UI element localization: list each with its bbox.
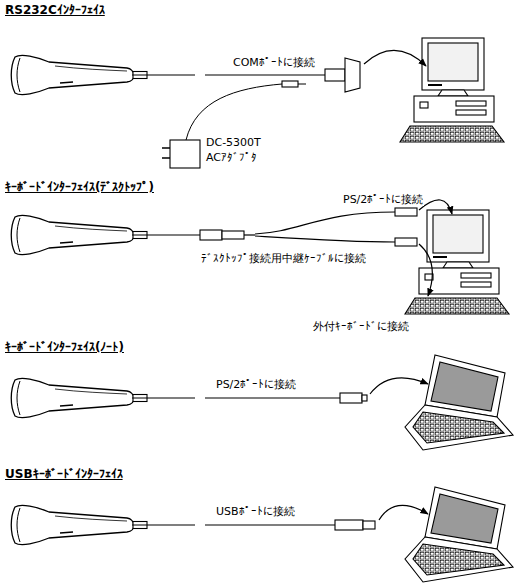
scanner-body xyxy=(11,505,134,544)
part-label: DC-5300T xyxy=(205,136,262,149)
desktop-computer xyxy=(405,210,509,314)
laptop-keyboard xyxy=(413,544,504,575)
scanner-trigger xyxy=(60,405,73,406)
connection-label: 外付ｷｰﾎﾞｰﾄﾞに接続 xyxy=(312,320,410,333)
scanner-trigger xyxy=(60,82,73,83)
cable xyxy=(205,74,325,75)
section-heading: ｷｰﾎﾞｰﾄﾞｲﾝﾀｰﾌｪｲｽ(ﾃﾞｽｸﾄｯﾌﾟ) xyxy=(4,180,155,194)
monitor-stand xyxy=(438,90,468,96)
barcode-scanner xyxy=(11,55,147,94)
pointer-arrow xyxy=(419,244,432,296)
relay-connector xyxy=(222,231,244,239)
pointer-arrow xyxy=(364,50,426,66)
scanner-trigger xyxy=(60,242,73,243)
power-cable xyxy=(186,84,282,140)
section-heading: RS232Cｲﾝﾀｰﾌｪｲｽ xyxy=(4,3,106,17)
monitor xyxy=(422,38,484,90)
scanner-window xyxy=(17,508,20,542)
desktop-computer xyxy=(400,38,504,142)
system-unit xyxy=(419,268,499,294)
barcode-scanner xyxy=(11,215,147,254)
cable xyxy=(132,397,195,398)
monitor-screen xyxy=(433,215,483,253)
ps2-connector xyxy=(340,393,362,403)
monitor xyxy=(427,210,489,262)
ps2-connector xyxy=(395,238,417,246)
monitor-badge xyxy=(428,84,442,86)
laptop-screen xyxy=(431,494,498,543)
cable xyxy=(132,234,200,235)
y-cable xyxy=(255,212,395,234)
scanner-body xyxy=(11,55,134,94)
laptop-keyboard xyxy=(413,412,504,443)
keyboard xyxy=(405,298,509,314)
usb-plug-tip xyxy=(363,521,375,529)
cable xyxy=(205,524,335,525)
monitor-stand xyxy=(443,262,473,268)
section-heading: ｷｰﾎﾞｰﾄﾞｲﾝﾀｰﾌｪｲｽ(ﾉｰﾄ) xyxy=(4,340,125,354)
scanner-body xyxy=(11,215,134,254)
part-label: ACｱﾀﾞﾌﾟﾀ xyxy=(205,151,258,164)
relay-connector xyxy=(200,230,222,240)
scanner-window xyxy=(17,218,20,252)
pointer-arrow xyxy=(379,505,428,520)
barcode-scanner xyxy=(11,378,147,417)
scanner-grip xyxy=(55,66,127,71)
drive-slot xyxy=(456,101,486,106)
connection-label: PS/2ﾎﾟｰﾄに接続 xyxy=(342,193,424,206)
y-cable xyxy=(255,236,395,242)
section-heading: USBｷｰﾎﾞｰﾄﾞｲﾝﾀｰﾌｪｲｽ xyxy=(4,467,124,481)
usb-plug xyxy=(335,520,363,530)
scanner-body xyxy=(11,378,134,417)
connection-label: USBﾎﾟｰﾄに接続 xyxy=(215,505,296,518)
scanner-window xyxy=(17,381,20,415)
connector-hood xyxy=(325,69,345,81)
laptop-base xyxy=(405,537,513,582)
scanner-window xyxy=(17,58,20,92)
ps2-connector xyxy=(395,208,417,216)
adapter-prong xyxy=(162,147,170,149)
laptop-base xyxy=(405,405,513,450)
pointer-arrow xyxy=(370,378,428,394)
connection-label: PS/2ﾎﾟｰﾄに接続 xyxy=(215,378,297,391)
drive-slot xyxy=(461,273,491,278)
monitor-screen xyxy=(428,43,478,81)
ac-adapter xyxy=(170,140,200,168)
connection-label: COMﾎﾟｰﾄに接続 xyxy=(232,56,316,69)
cable xyxy=(205,397,340,398)
dc-plug xyxy=(282,81,298,87)
scanner-grip xyxy=(55,516,127,521)
db9-connector xyxy=(345,58,360,92)
scanner-grip xyxy=(55,389,127,394)
ps2-connector-tip xyxy=(362,395,367,401)
notebook-computer xyxy=(405,355,513,450)
power-button xyxy=(420,102,428,108)
keyboard xyxy=(400,126,504,142)
system-unit xyxy=(414,96,494,122)
scanner-grip xyxy=(55,226,127,231)
connection-label: ﾃﾞｽｸﾄｯﾌﾟ接続用中継ｹｰﾌﾞﾙに接続 xyxy=(200,252,367,265)
notebook-computer xyxy=(405,487,513,582)
drive-slot xyxy=(461,282,491,287)
adapter-prong xyxy=(162,157,170,159)
barcode-scanner xyxy=(11,505,147,544)
drive-slot xyxy=(456,110,486,115)
cable xyxy=(244,234,255,235)
dc-plug-pin xyxy=(298,84,306,85)
scanner-trigger xyxy=(60,532,73,533)
laptop-screen xyxy=(431,362,498,411)
monitor-badge xyxy=(433,256,447,258)
cable xyxy=(132,524,195,525)
cable xyxy=(132,74,195,75)
